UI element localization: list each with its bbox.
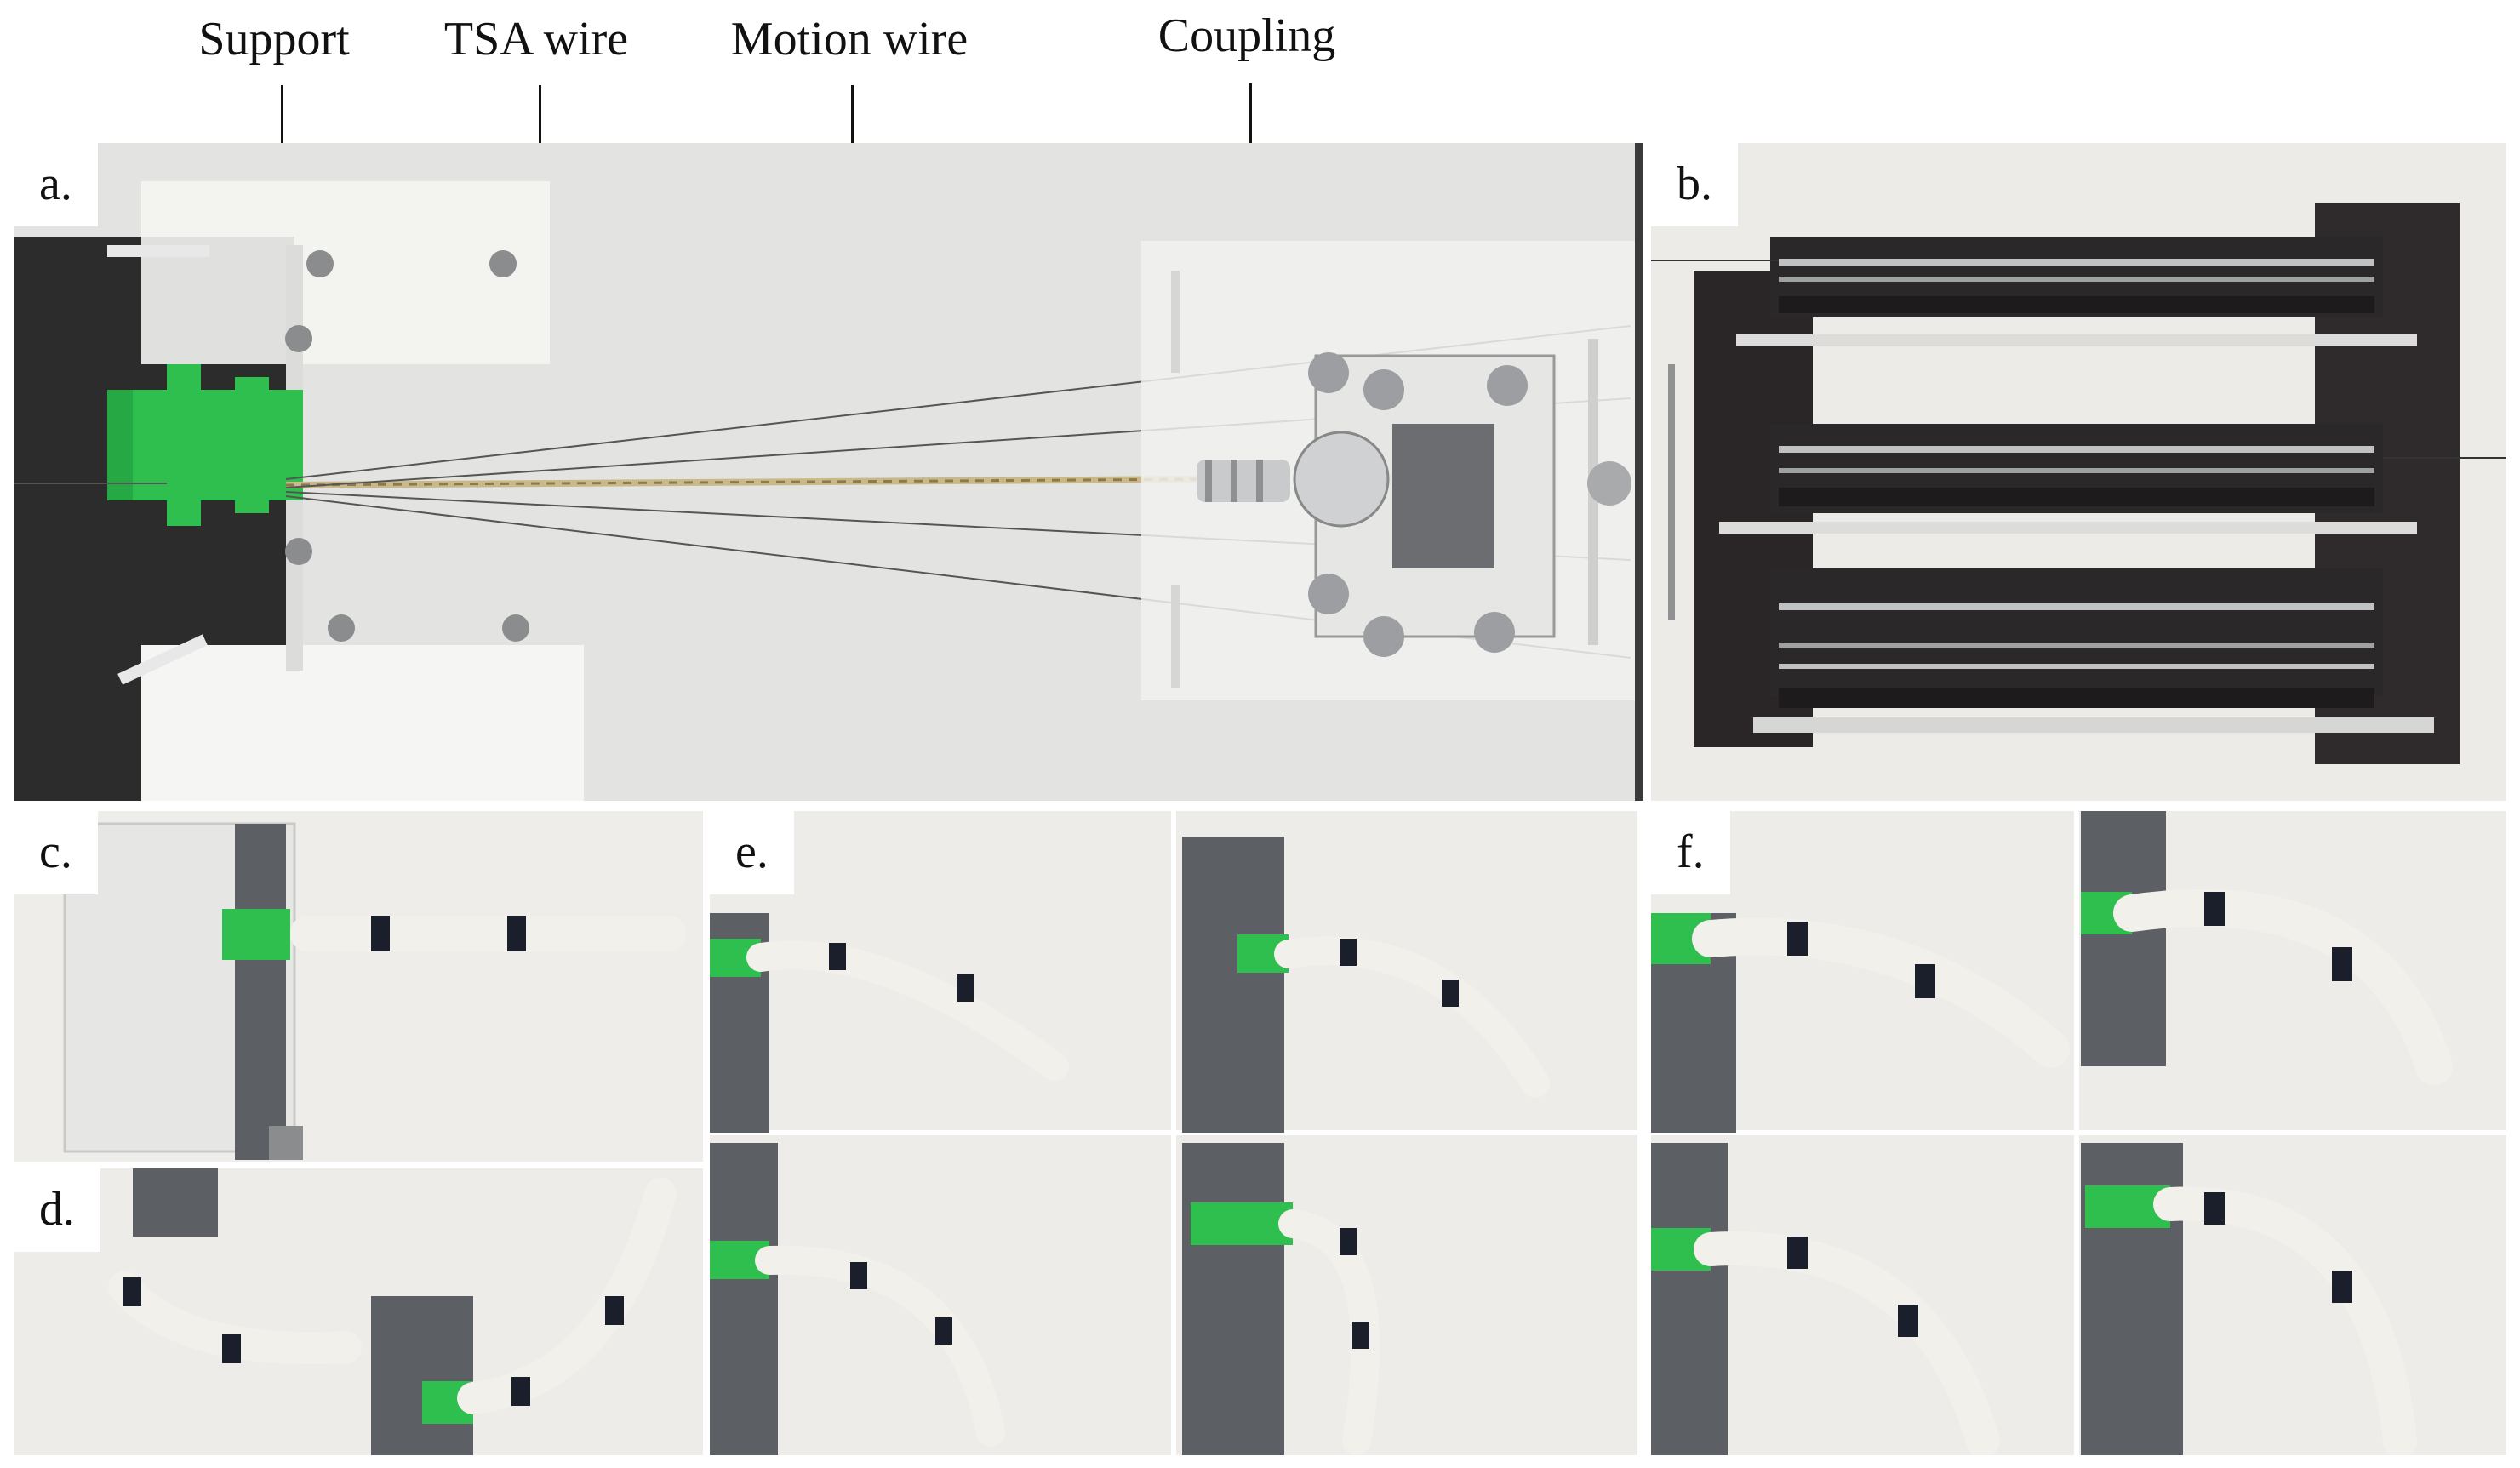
panel-label-f: f. [1651,811,1730,894]
panel-label-e: e. [710,811,794,894]
panel-label-c: c. [14,811,98,894]
panel-f-photo: f. [1651,811,2506,1455]
panel-label-a: a. [14,143,98,226]
callout-coupling: Coupling [1157,9,1336,62]
panel-d-photo: d. [14,1168,703,1455]
panel-b-photo: b. [1651,143,2506,801]
callout-support: Support [198,13,350,66]
panel-a-photo: a. [14,143,1643,801]
callout-tsa-wire: TSA wire [443,13,629,66]
panel-label-d: d. [14,1168,100,1252]
panel-c-photo: c. [14,811,703,1162]
panel-e-photo: e. [710,811,1637,1455]
callout-motion-wire: Motion wire [730,13,969,66]
panel-label-b: b. [1651,143,1738,226]
